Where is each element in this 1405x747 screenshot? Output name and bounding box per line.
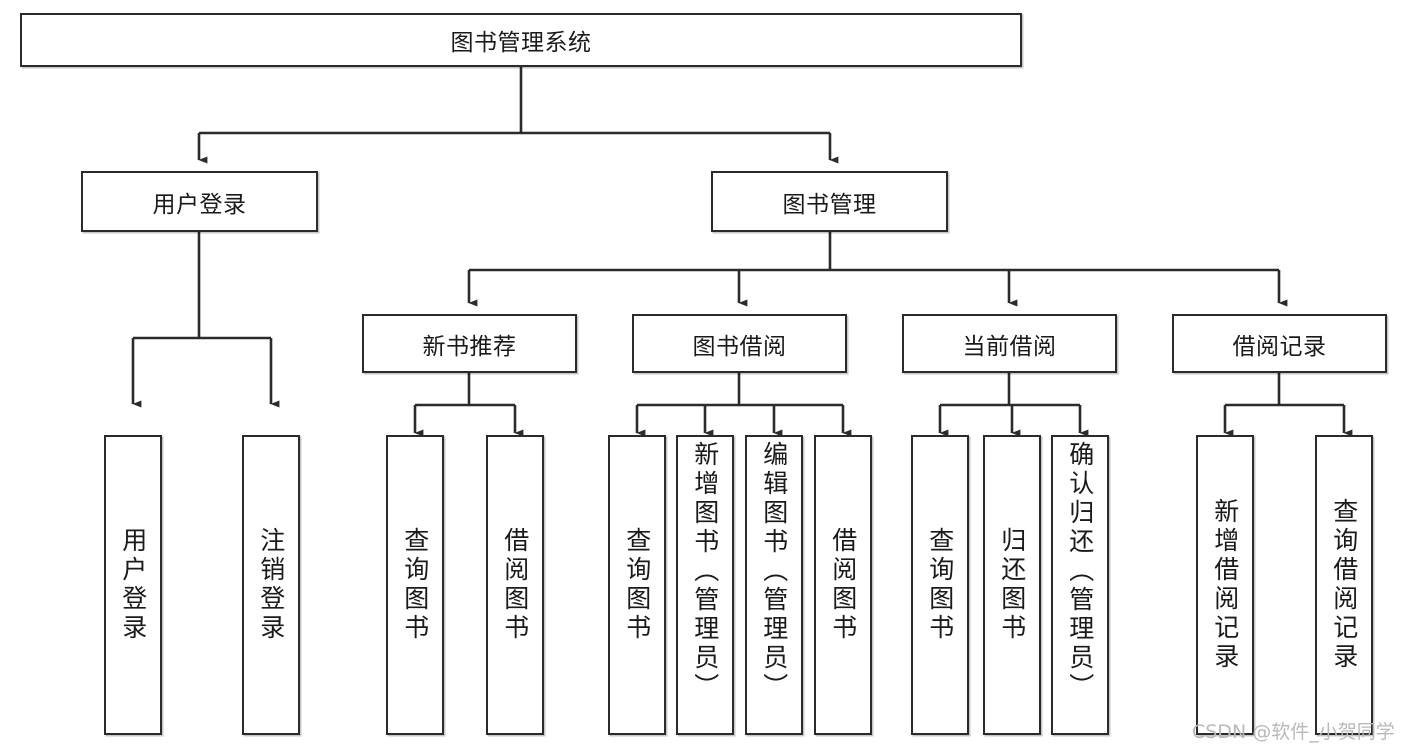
node-leaf-query-book-2-label: 查询图书 <box>622 527 652 643</box>
node-leaf-user-login[interactable]: 用户登录 <box>104 435 162 735</box>
node-root[interactable]: 图书管理系统 <box>20 13 1022 67</box>
node-leaf-return-book[interactable]: 归还图书 <box>983 435 1041 735</box>
node-leaf-query-book-3-label: 查询图书 <box>925 527 955 643</box>
node-leaf-return-book-label: 归还图书 <box>997 527 1027 643</box>
node-book-manage[interactable]: 图书管理 <box>711 171 948 232</box>
node-leaf-borrow-book-2-label: 借阅图书 <box>828 527 858 643</box>
node-leaf-borrow-book-2[interactable]: 借阅图书 <box>814 435 872 735</box>
node-leaf-query-book-1[interactable]: 查询图书 <box>386 435 444 735</box>
node-leaf-borrow-book-1-label: 借阅图书 <box>500 527 530 643</box>
node-user-login[interactable]: 用户登录 <box>81 171 318 232</box>
node-leaf-query-book-2[interactable]: 查询图书 <box>608 435 666 735</box>
node-leaf-confirm-return-label: 确认归还（管理员） <box>1065 441 1095 702</box>
node-leaf-borrow-book-1[interactable]: 借阅图书 <box>486 435 544 735</box>
node-current-borrow[interactable]: 当前借阅 <box>902 314 1117 373</box>
node-leaf-confirm-return[interactable]: 确认归还（管理员） <box>1051 435 1109 735</box>
node-root-label: 图书管理系统 <box>450 30 592 56</box>
node-new-book-rec[interactable]: 新书推荐 <box>362 314 577 373</box>
node-leaf-logout-label: 注销登录 <box>256 527 286 643</box>
node-leaf-query-record-label: 查询借阅记录 <box>1329 498 1359 672</box>
node-leaf-add-book[interactable]: 新增图书（管理员） <box>676 435 734 735</box>
node-leaf-add-record[interactable]: 新增借阅记录 <box>1196 435 1254 735</box>
node-leaf-logout[interactable]: 注销登录 <box>242 435 300 735</box>
node-leaf-edit-book[interactable]: 编辑图书（管理员） <box>745 435 803 735</box>
node-leaf-user-login-label: 用户登录 <box>118 527 148 643</box>
node-borrow-record[interactable]: 借阅记录 <box>1172 314 1387 373</box>
node-leaf-query-record[interactable]: 查询借阅记录 <box>1315 435 1373 735</box>
node-borrow-record-label: 借阅记录 <box>1232 333 1327 360</box>
node-user-login-label: 用户登录 <box>152 191 247 218</box>
csdn-watermark: CSDN @软件_小贺同学 <box>1192 721 1395 743</box>
node-book-manage-label: 图书管理 <box>782 191 877 218</box>
node-leaf-query-book-1-label: 查询图书 <box>400 527 430 643</box>
node-current-borrow-label: 当前借阅 <box>962 333 1057 360</box>
node-leaf-add-book-label: 新增图书（管理员） <box>690 441 720 702</box>
node-new-book-rec-label: 新书推荐 <box>422 333 517 360</box>
node-book-borrow[interactable]: 图书借阅 <box>632 314 847 373</box>
node-leaf-query-book-3[interactable]: 查询图书 <box>911 435 969 735</box>
node-leaf-edit-book-label: 编辑图书（管理员） <box>759 441 789 702</box>
node-book-borrow-label: 图书借阅 <box>692 333 787 360</box>
node-leaf-add-record-label: 新增借阅记录 <box>1210 498 1240 672</box>
